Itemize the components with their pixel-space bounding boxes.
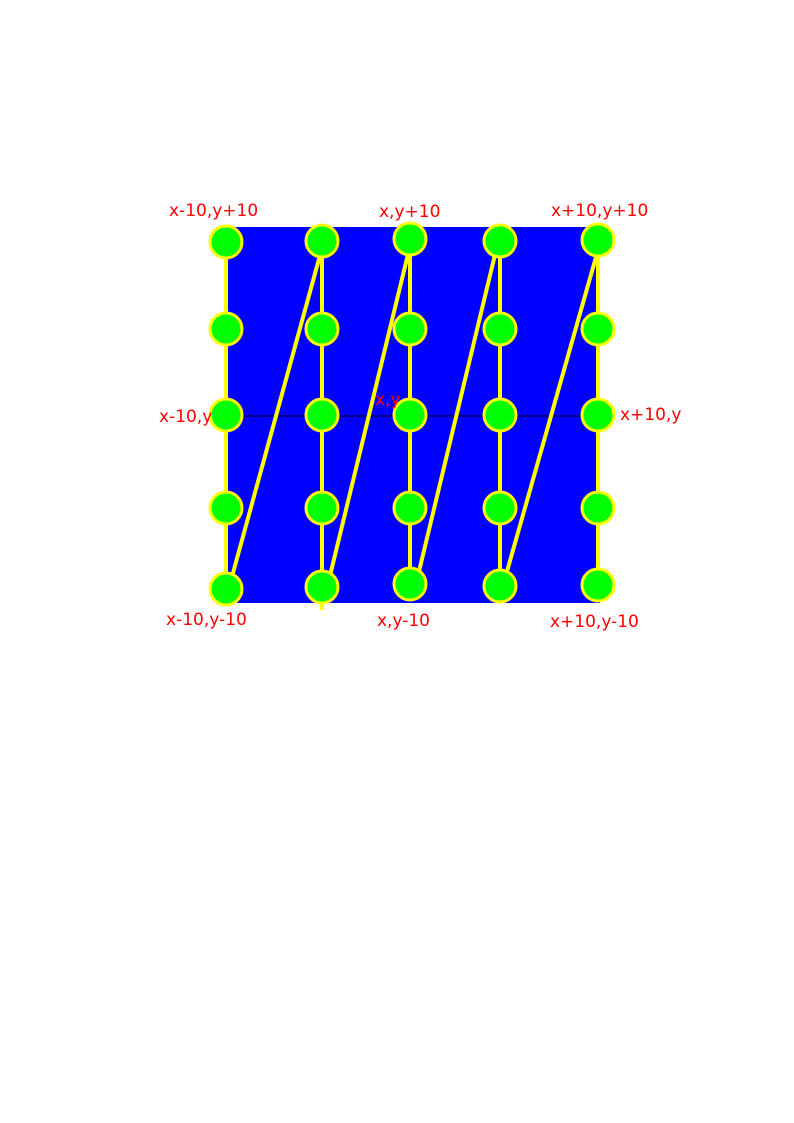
label-bottom-left: x-10,y-10 [166,610,247,630]
sample-node-c4-r3 [580,490,616,526]
sample-node-c4-r4 [580,567,616,603]
corner-labels: x-10,y+10 x,y+10 x+10,y+10 x-10,y x,y x+… [159,201,681,632]
label-mid-left: x-10,y [159,407,212,427]
path-arrow-4 [326,245,412,585]
label-mid-right: x+10,y [620,405,681,425]
sample-node-c0-r2 [208,397,244,433]
label-top-center: x,y+10 [379,202,440,222]
sample-node-c3-r1 [482,311,518,347]
sample-node-c3-r3 [482,490,518,526]
sample-node-c2-r0 [392,221,428,257]
sample-node-c2-r4 [392,566,428,602]
label-bottom-right: x+10,y-10 [550,612,639,632]
path-arrow-6 [414,237,501,585]
sample-node-c4-r1 [580,311,616,347]
label-center: x,y [375,390,401,410]
sample-node-c2-r1 [392,311,428,347]
sample-node-c0-r1 [208,311,244,347]
label-top-left: x-10,y+10 [169,201,258,221]
sample-node-c0-r0 [208,224,244,260]
path-arrow-8 [502,249,600,583]
path-arrow-2 [228,247,324,585]
sample-node-c1-r1 [304,311,340,347]
sample-node-c1-r0 [304,223,340,259]
sample-node-c2-r2 [392,397,428,433]
sample-node-c3-r2 [482,397,518,433]
sample-node-c1-r2 [304,397,340,433]
sample-nodes [208,221,616,607]
sample-node-c1-r3 [304,490,340,526]
label-bottom-center: x,y-10 [377,611,430,631]
sample-node-c3-r4 [482,568,518,604]
sample-node-c0-r3 [208,490,244,526]
sample-node-c0-r4 [208,571,244,607]
sample-node-c4-r0 [580,222,616,258]
sample-node-c4-r2 [580,397,616,433]
sample-node-c3-r0 [482,223,518,259]
sample-node-c1-r4 [304,569,340,605]
label-top-right: x+10,y+10 [551,201,648,221]
sample-node-c2-r3 [392,490,428,526]
